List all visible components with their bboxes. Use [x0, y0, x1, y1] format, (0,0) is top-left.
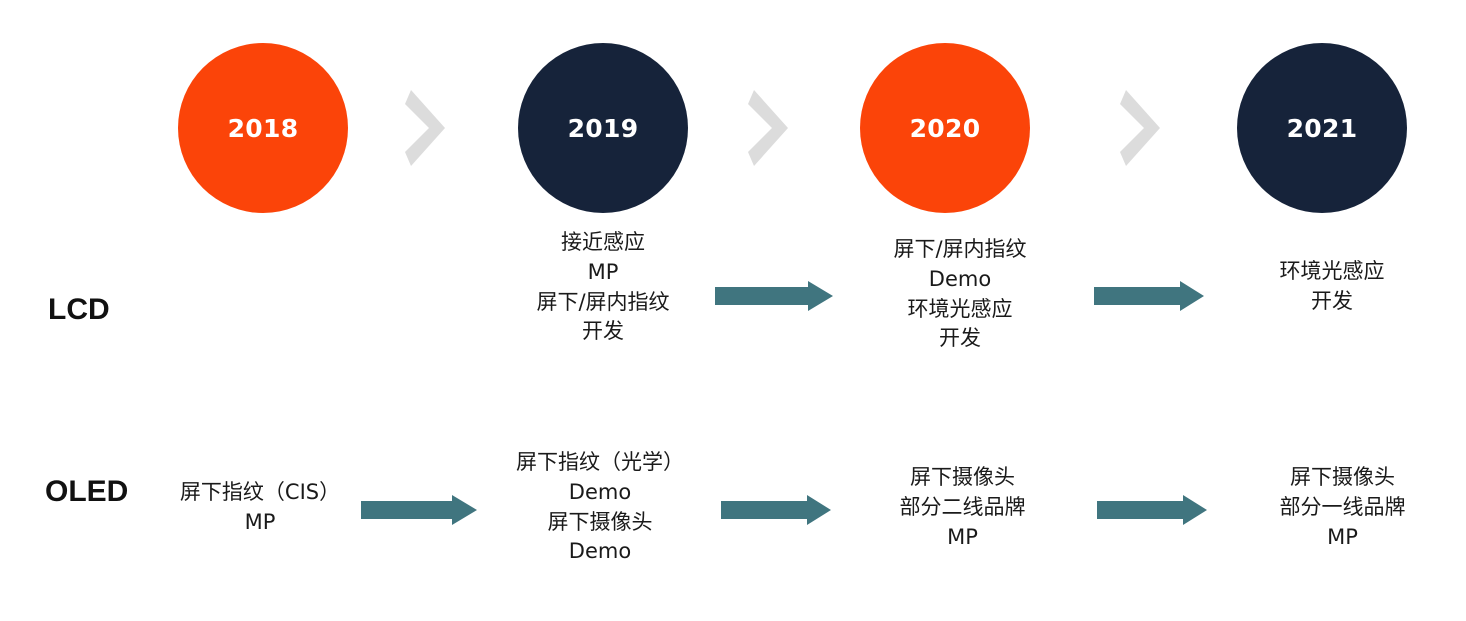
year-circle-2019: 2019: [518, 43, 688, 213]
cell-line: 屏下指纹（CIS）: [179, 480, 341, 504]
cell-oled-2018: 屏下指纹（CIS） MP: [160, 478, 360, 538]
flow-arrow-lcd-2: [1094, 281, 1204, 311]
flow-arrow-oled-1: [361, 495, 477, 525]
cell-oled-2020: 屏下摄像头 部分二线品牌 MP: [855, 463, 1070, 552]
chevron-right-icon-3: [1120, 90, 1166, 166]
year-circle-2018: 2018: [178, 43, 348, 213]
cell-line: 屏下摄像头: [1290, 465, 1395, 489]
flow-arrow-oled-2: [721, 495, 831, 525]
cell-line: 环境光感应: [1279, 259, 1385, 283]
cell-line: MP: [947, 524, 978, 549]
cell-line: 屏下指纹（光学）: [516, 450, 684, 474]
year-circle-label: 2019: [567, 113, 639, 143]
chevron-right-icon-1: [405, 90, 451, 166]
cell-line: MP: [1327, 524, 1358, 549]
row-label-lcd: LCD: [48, 293, 110, 326]
year-circle-label: 2020: [909, 113, 981, 143]
year-circle-2020: 2020: [860, 43, 1030, 213]
cell-line: 部分一线品牌: [1279, 494, 1406, 519]
cell-lcd-2019: 接近感应 MP 屏下/屏内指纹 开发: [483, 228, 723, 347]
cell-line: 屏下摄像头: [910, 465, 1015, 489]
cell-line: Demo: [568, 479, 632, 504]
cell-oled-2019: 屏下指纹（光学） Demo 屏下摄像头 Demo: [485, 448, 715, 567]
cell-lcd-2020: 屏下/屏内指纹 Demo 环境光感应 开发: [845, 235, 1075, 354]
cell-line: 部分二线品牌: [899, 494, 1026, 519]
cell-line: 开发: [1311, 288, 1353, 313]
cell-line: Demo: [928, 266, 992, 291]
year-circle-label: 2021: [1286, 113, 1358, 143]
cell-line: 屏下摄像头: [547, 509, 653, 534]
cell-line: 开发: [939, 326, 981, 351]
cell-lcd-2021: 环境光感应 开发: [1232, 257, 1432, 317]
flow-arrow-oled-3: [1097, 495, 1207, 525]
cell-line: 环境光感应: [907, 296, 1013, 321]
row-label-oled: OLED: [45, 475, 129, 508]
flow-arrow-lcd-1: [715, 281, 833, 311]
cell-line: MP: [244, 509, 276, 534]
cell-line: 开发: [582, 319, 624, 344]
cell-oled-2021: 屏下摄像头 部分一线品牌 MP: [1235, 463, 1450, 552]
cell-line: 屏下/屏内指纹: [536, 289, 670, 314]
cell-line: MP: [587, 259, 619, 284]
cell-line: 接近感应: [561, 230, 645, 254]
cell-line: 屏下/屏内指纹: [893, 237, 1027, 261]
year-circle-2021: 2021: [1237, 43, 1407, 213]
year-circle-label: 2018: [227, 113, 299, 143]
cell-line: Demo: [568, 539, 632, 564]
chevron-right-icon-2: [748, 90, 794, 166]
